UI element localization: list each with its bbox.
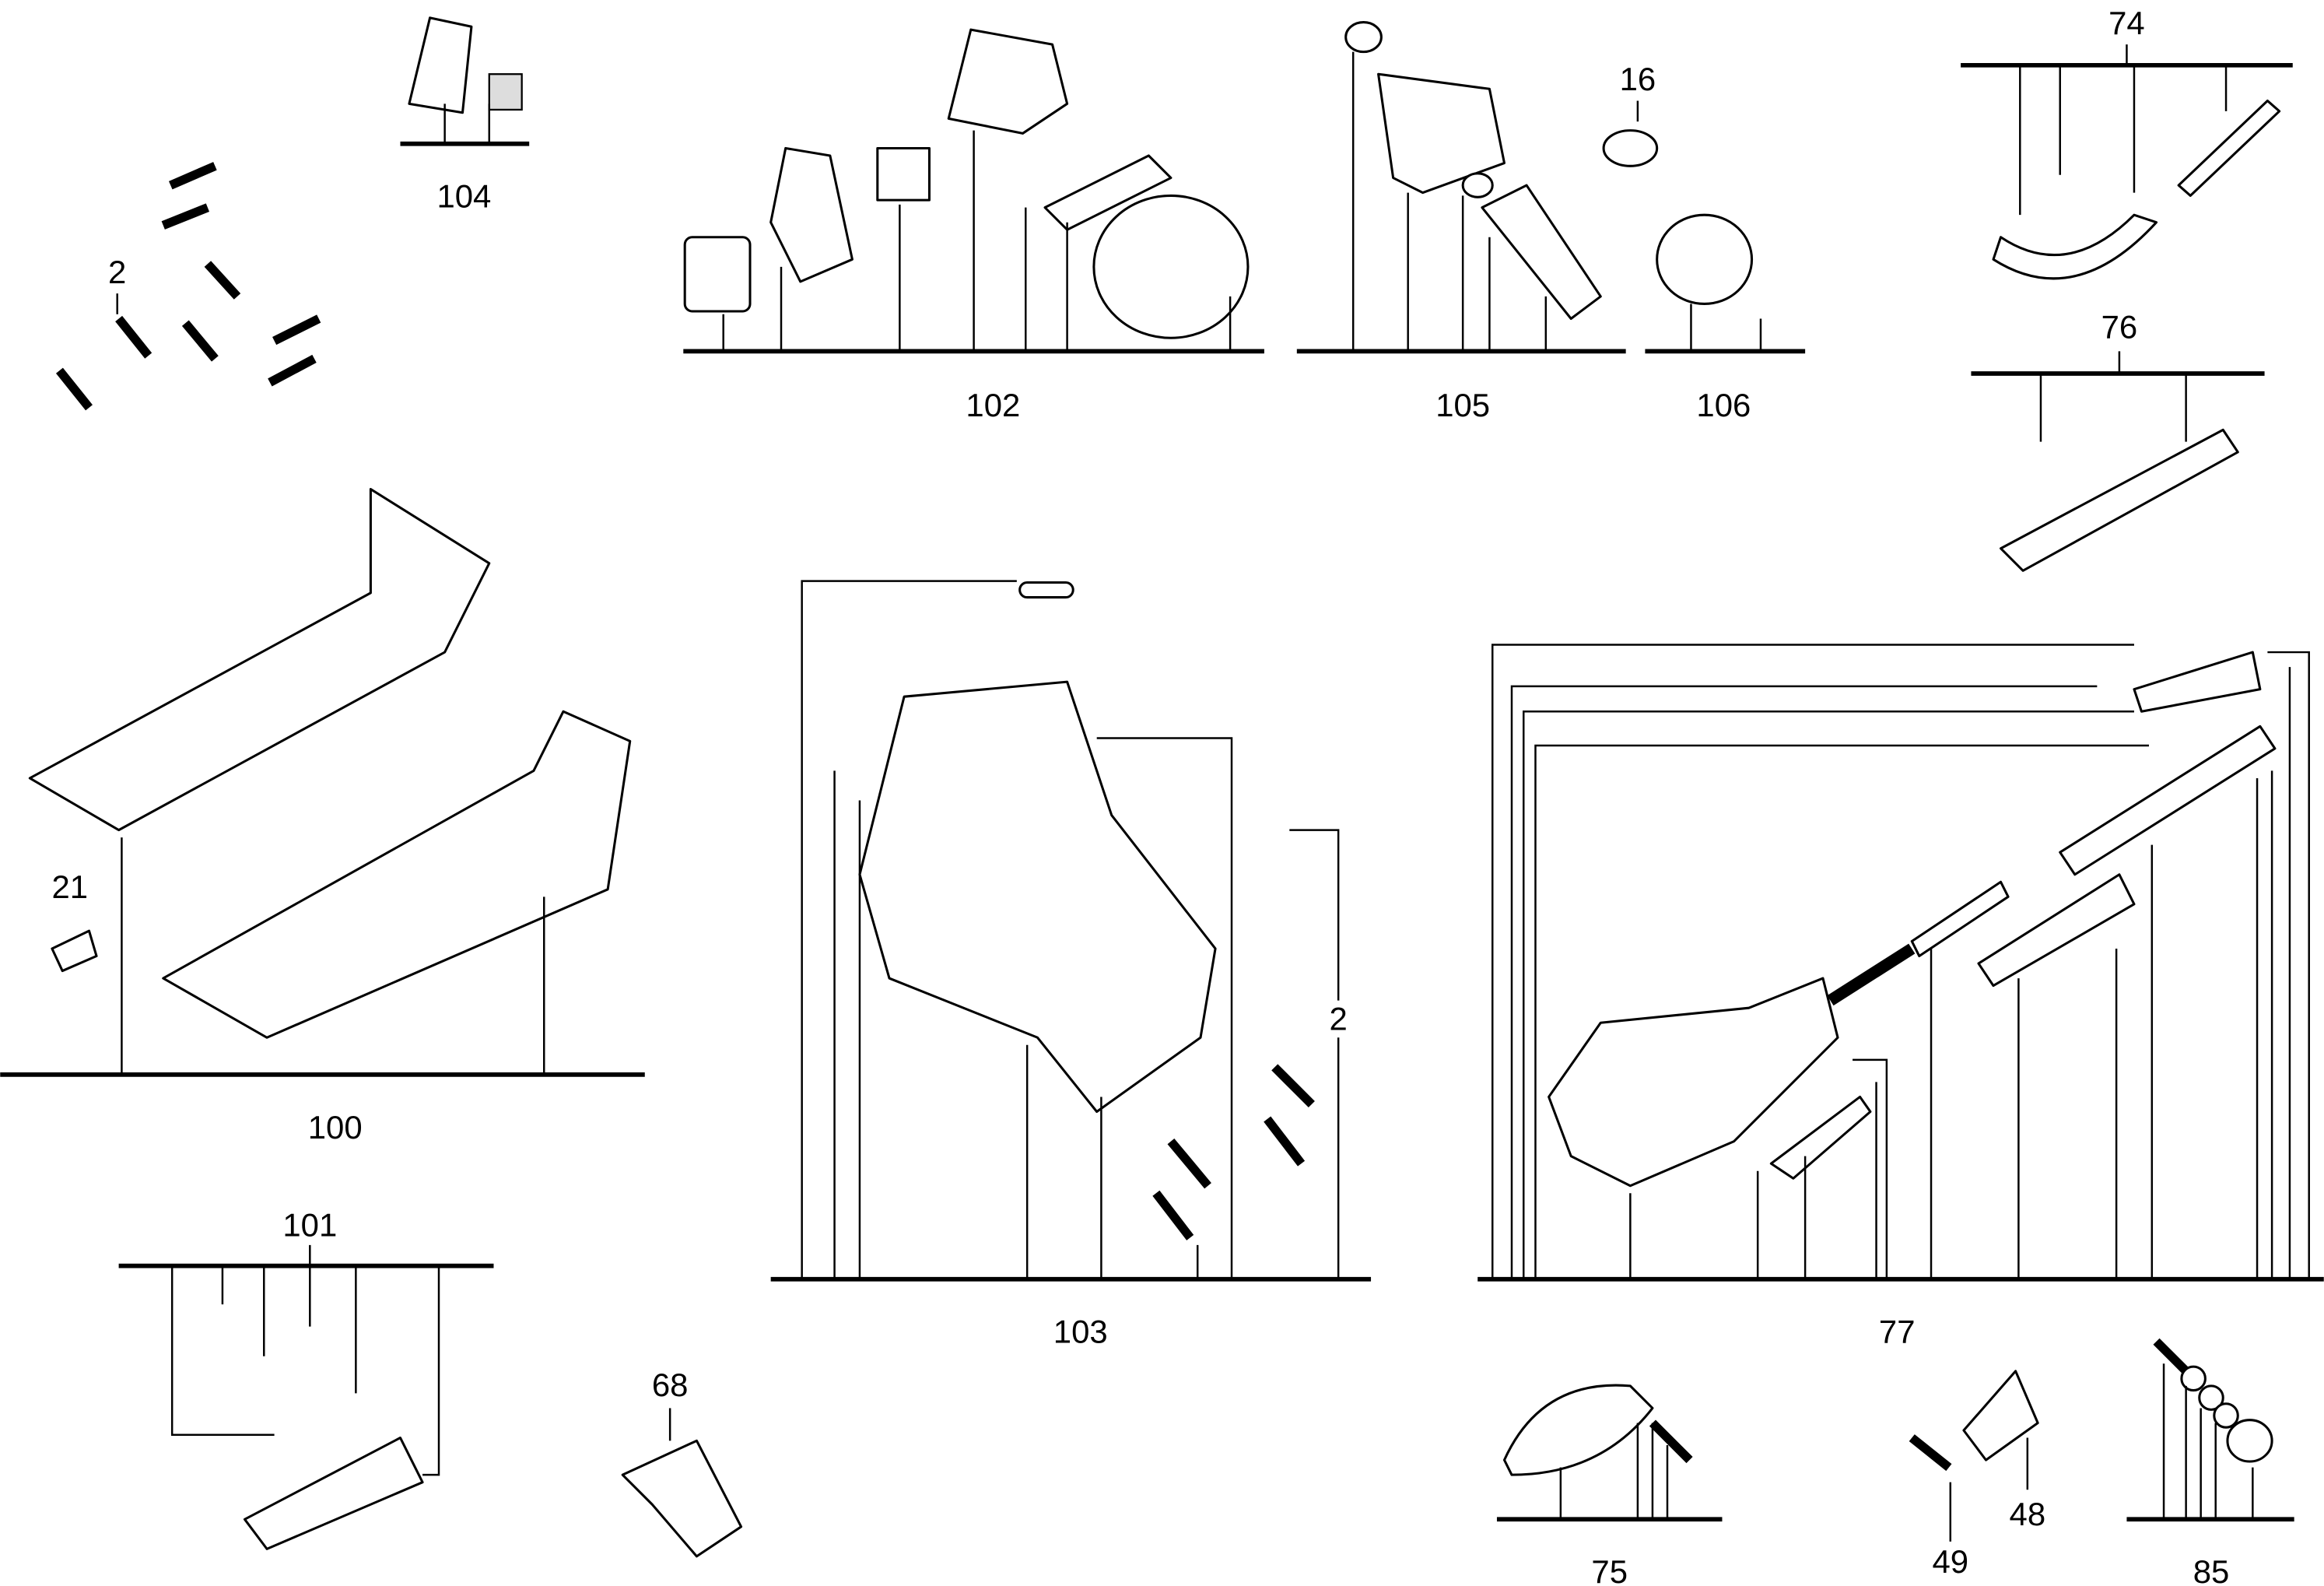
part-armature	[1481, 184, 1602, 321]
label-75: 75	[1591, 1553, 1628, 1586]
part-clamp	[1992, 213, 2158, 280]
group-105: 105	[1296, 21, 1626, 423]
part-pin	[1018, 581, 1074, 599]
label-2-right: 2	[1329, 1001, 1347, 1037]
part-fan	[1377, 72, 1506, 195]
group-85: 85	[2126, 1338, 2294, 1586]
group-76: 76	[1971, 308, 2265, 572]
group-100: 21 100	[0, 488, 645, 1146]
part-cover	[1502, 1384, 1654, 1476]
group-49-48: 49 48	[1909, 1370, 2046, 1580]
part-bar	[1977, 873, 2136, 988]
group-102: 102	[683, 28, 1264, 423]
group-104: 104	[400, 16, 530, 215]
label-68: 68	[652, 1367, 689, 1403]
label-77: 77	[1879, 1314, 1916, 1350]
part-switch-housing	[243, 1437, 424, 1550]
part-module	[683, 236, 752, 313]
part-pcb	[947, 28, 1069, 135]
part-housing-half-a	[28, 488, 491, 832]
part-terminal	[876, 146, 931, 202]
label-101: 101	[282, 1206, 337, 1243]
part-handle-bar	[2000, 428, 2239, 572]
label-48: 48	[2010, 1496, 2046, 1532]
label-106: 106	[1696, 387, 1751, 423]
part-stator	[1092, 194, 1250, 339]
part-lever	[1769, 1095, 1872, 1180]
part-68-label-plate	[621, 1439, 743, 1558]
group-103: 2 103	[770, 580, 1372, 1350]
label-100: 100	[308, 1109, 363, 1146]
label-76: 76	[2101, 308, 2138, 345]
part-48	[1962, 1370, 2039, 1461]
part-16-bearing	[1602, 129, 1659, 167]
label-74: 74	[2108, 5, 2145, 41]
part-spring	[1827, 943, 1916, 1006]
part-shaft	[2059, 725, 2277, 876]
part-blade-guard	[1548, 977, 1839, 1188]
part-gear	[1656, 213, 1754, 305]
label-85: 85	[2193, 1553, 2230, 1586]
label-102: 102	[966, 387, 1020, 423]
part-85-collar	[2226, 1419, 2273, 1463]
part-fork	[2133, 651, 2262, 713]
group-2-screws: 2	[55, 162, 321, 411]
label-2-top: 2	[108, 254, 126, 290]
part-bolt	[2177, 99, 2281, 197]
label-105: 105	[1435, 387, 1490, 423]
group-77: 77	[1477, 644, 2324, 1350]
group-75: 75	[1496, 1384, 1723, 1586]
label-21: 21	[51, 868, 88, 905]
part-switch-plate	[408, 16, 473, 114]
label-16: 16	[1620, 61, 1656, 97]
part-gasket	[1043, 154, 1173, 231]
group-101: 101	[118, 1206, 494, 1550]
part-switch	[769, 146, 854, 283]
part-tube	[1910, 880, 2010, 958]
part-housing-half-b	[162, 710, 632, 1039]
label-49: 49	[1932, 1543, 1968, 1580]
group-74: 74	[1961, 5, 2293, 280]
part-switch-small	[488, 73, 523, 111]
part-gear-housing	[858, 680, 1217, 1114]
group-68: 68	[621, 1367, 743, 1558]
group-106: 16 106	[1602, 61, 1806, 423]
label-103: 103	[1053, 1314, 1108, 1350]
label-104: 104	[436, 178, 491, 215]
part-21	[51, 929, 98, 973]
